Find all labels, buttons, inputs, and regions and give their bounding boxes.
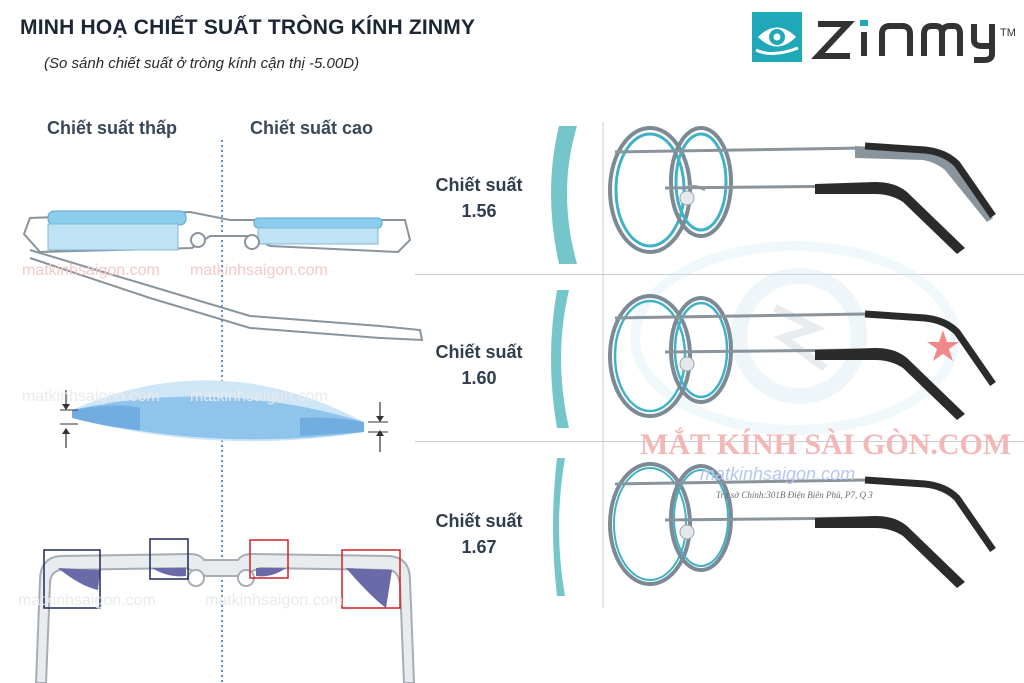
watermark-address: Trụ sở Chính:301B Điện Biên Phủ, P7, Q 3 [716, 490, 873, 500]
trademark-text: TM [1000, 27, 1016, 39]
glasses-row-2 [608, 294, 996, 420]
eye-logo-icon: TM [752, 12, 1016, 63]
zinmy-logo: TM [752, 10, 1016, 66]
row-value-text: 1.67 [461, 537, 497, 557]
row-label-text: Chiết suất [435, 342, 523, 362]
glasses-perspective [22, 210, 424, 342]
watermark-text: matkinhsaigon.com [22, 262, 160, 279]
low-index-edge-box [43, 549, 101, 609]
right-illustration [551, 122, 996, 608]
glasses-row-3 [608, 462, 996, 588]
row-1-label: Chiết suất 1.56 [415, 172, 543, 224]
high-index-center-box [249, 539, 289, 579]
row-separator [415, 274, 1024, 275]
watermark-text: matkinhsaigon.com [205, 592, 343, 609]
watermark-text: matkinhsaigon.com [18, 592, 156, 609]
high-index-label: Chiết suất cao [250, 118, 374, 138]
lens-edge-160 [551, 290, 569, 428]
row-separator [415, 441, 1024, 442]
watermark-text: matkinhsaigon.com [22, 388, 160, 405]
low-index-center-box [149, 538, 189, 580]
lens-edge-167 [553, 458, 565, 596]
row-label-text: Chiết suất [435, 511, 523, 531]
watermark-text: matkinhsaigon.com [190, 262, 328, 279]
row-2-label: Chiết suất 1.60 [415, 339, 543, 391]
lens-edge-156 [551, 126, 577, 264]
watermark-brand: MẮT KÍNH SÀI GÒN.COM [640, 428, 1012, 461]
row-value-text: 1.56 [461, 201, 497, 221]
row-label-text: Chiết suất [435, 175, 523, 195]
row-3-label: Chiết suất 1.67 [415, 508, 543, 560]
watermark-brand-site: matkinhsaigon.com [700, 464, 856, 484]
watermark-text: matkinhsaigon.com [190, 388, 328, 405]
high-index-edge-box [341, 549, 401, 609]
left-illustration [22, 140, 424, 683]
low-index-label: Chiết suất thấp [47, 118, 178, 138]
page-title: MINH HOẠ CHIẾT SUẤT TRÒNG KÍNH ZINMY [20, 16, 476, 39]
page-subtitle: (So sánh chiết suất ở tròng kính cận thị… [44, 55, 360, 72]
row-value-text: 1.60 [461, 368, 497, 388]
watermark-emblem [630, 241, 960, 435]
lens-cross-section [60, 380, 388, 452]
star-icon [927, 330, 959, 361]
glasses-row-1 [608, 126, 996, 254]
frame-top-view [34, 538, 416, 683]
